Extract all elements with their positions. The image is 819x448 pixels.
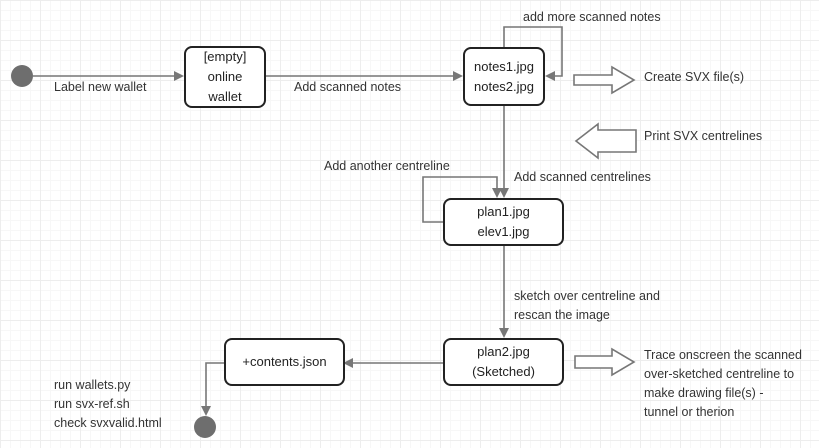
label-trace-onscreen: Trace onscreen the scanned over-sketched… bbox=[644, 346, 802, 422]
label-create-svx: Create SVX file(s) bbox=[644, 70, 745, 84]
plan2-line-1: plan2.jpg bbox=[477, 344, 530, 359]
plan2-line-2: (Sketched) bbox=[472, 364, 535, 379]
notes-line-1: notes1.jpg bbox=[474, 58, 534, 74]
edge-plan1-self-loop bbox=[422, 176, 502, 223]
edge-contents-to-end bbox=[201, 362, 224, 416]
label-add-scanned-notes: Add scanned notes bbox=[294, 80, 402, 94]
start-node bbox=[11, 65, 33, 87]
wallet-node[interactable]: [empty] online wallet bbox=[184, 46, 266, 108]
wallet-line-2: online bbox=[207, 69, 243, 84]
trace-line-3: make drawing file(s) - bbox=[644, 386, 764, 400]
label-run-steps: run wallets.py run svx-ref.sh check svxv… bbox=[54, 376, 162, 433]
run-step-3: check svxvalid.html bbox=[54, 416, 162, 430]
sketch-over-line-2: rescan the image bbox=[514, 308, 610, 322]
trace-line-2: over-sketched centreline to bbox=[644, 367, 795, 381]
contents-line-1: +contents.json bbox=[242, 354, 327, 369]
edge-notes-self-loop bbox=[503, 26, 563, 81]
plan2-node[interactable]: plan2.jpg (Sketched) bbox=[443, 338, 564, 386]
plan1-line-1: plan1.jpg bbox=[477, 204, 530, 219]
trace-onscreen-arrow bbox=[574, 347, 636, 377]
label-sketch-over: sketch over centreline and rescan the im… bbox=[514, 287, 660, 325]
sketch-over-line-1: sketch over centreline and bbox=[514, 289, 660, 303]
plan1-line-2: elev1.jpg bbox=[477, 224, 530, 239]
label-new-wallet: Label new wallet bbox=[54, 80, 147, 94]
label-add-another-centreline: Add another centreline bbox=[324, 159, 450, 173]
trace-line-4: tunnel or therion bbox=[644, 405, 735, 419]
run-step-2: run svx-ref.sh bbox=[54, 397, 130, 411]
contents-node[interactable]: +contents.json bbox=[224, 338, 345, 386]
run-step-1: run wallets.py bbox=[54, 378, 131, 392]
wallet-line-1: [empty] bbox=[203, 49, 247, 64]
notes-node[interactable]: notes1.jpg notes2.jpg bbox=[463, 47, 545, 106]
trace-line-1: Trace onscreen the scanned bbox=[644, 348, 802, 362]
create-svx-arrow bbox=[573, 65, 636, 95]
label-add-scanned-centrelines: Add scanned centrelines bbox=[514, 170, 651, 184]
wallet-line-3: wallet bbox=[208, 89, 242, 104]
plan1-node[interactable]: plan1.jpg elev1.jpg bbox=[443, 198, 564, 246]
end-node bbox=[194, 416, 216, 438]
notes-line-2: notes2.jpg bbox=[474, 78, 534, 94]
label-print-svx: Print SVX centrelines bbox=[644, 129, 763, 143]
print-svx-arrow bbox=[574, 122, 637, 160]
label-add-more-scanned-notes: add more scanned notes bbox=[523, 10, 661, 24]
